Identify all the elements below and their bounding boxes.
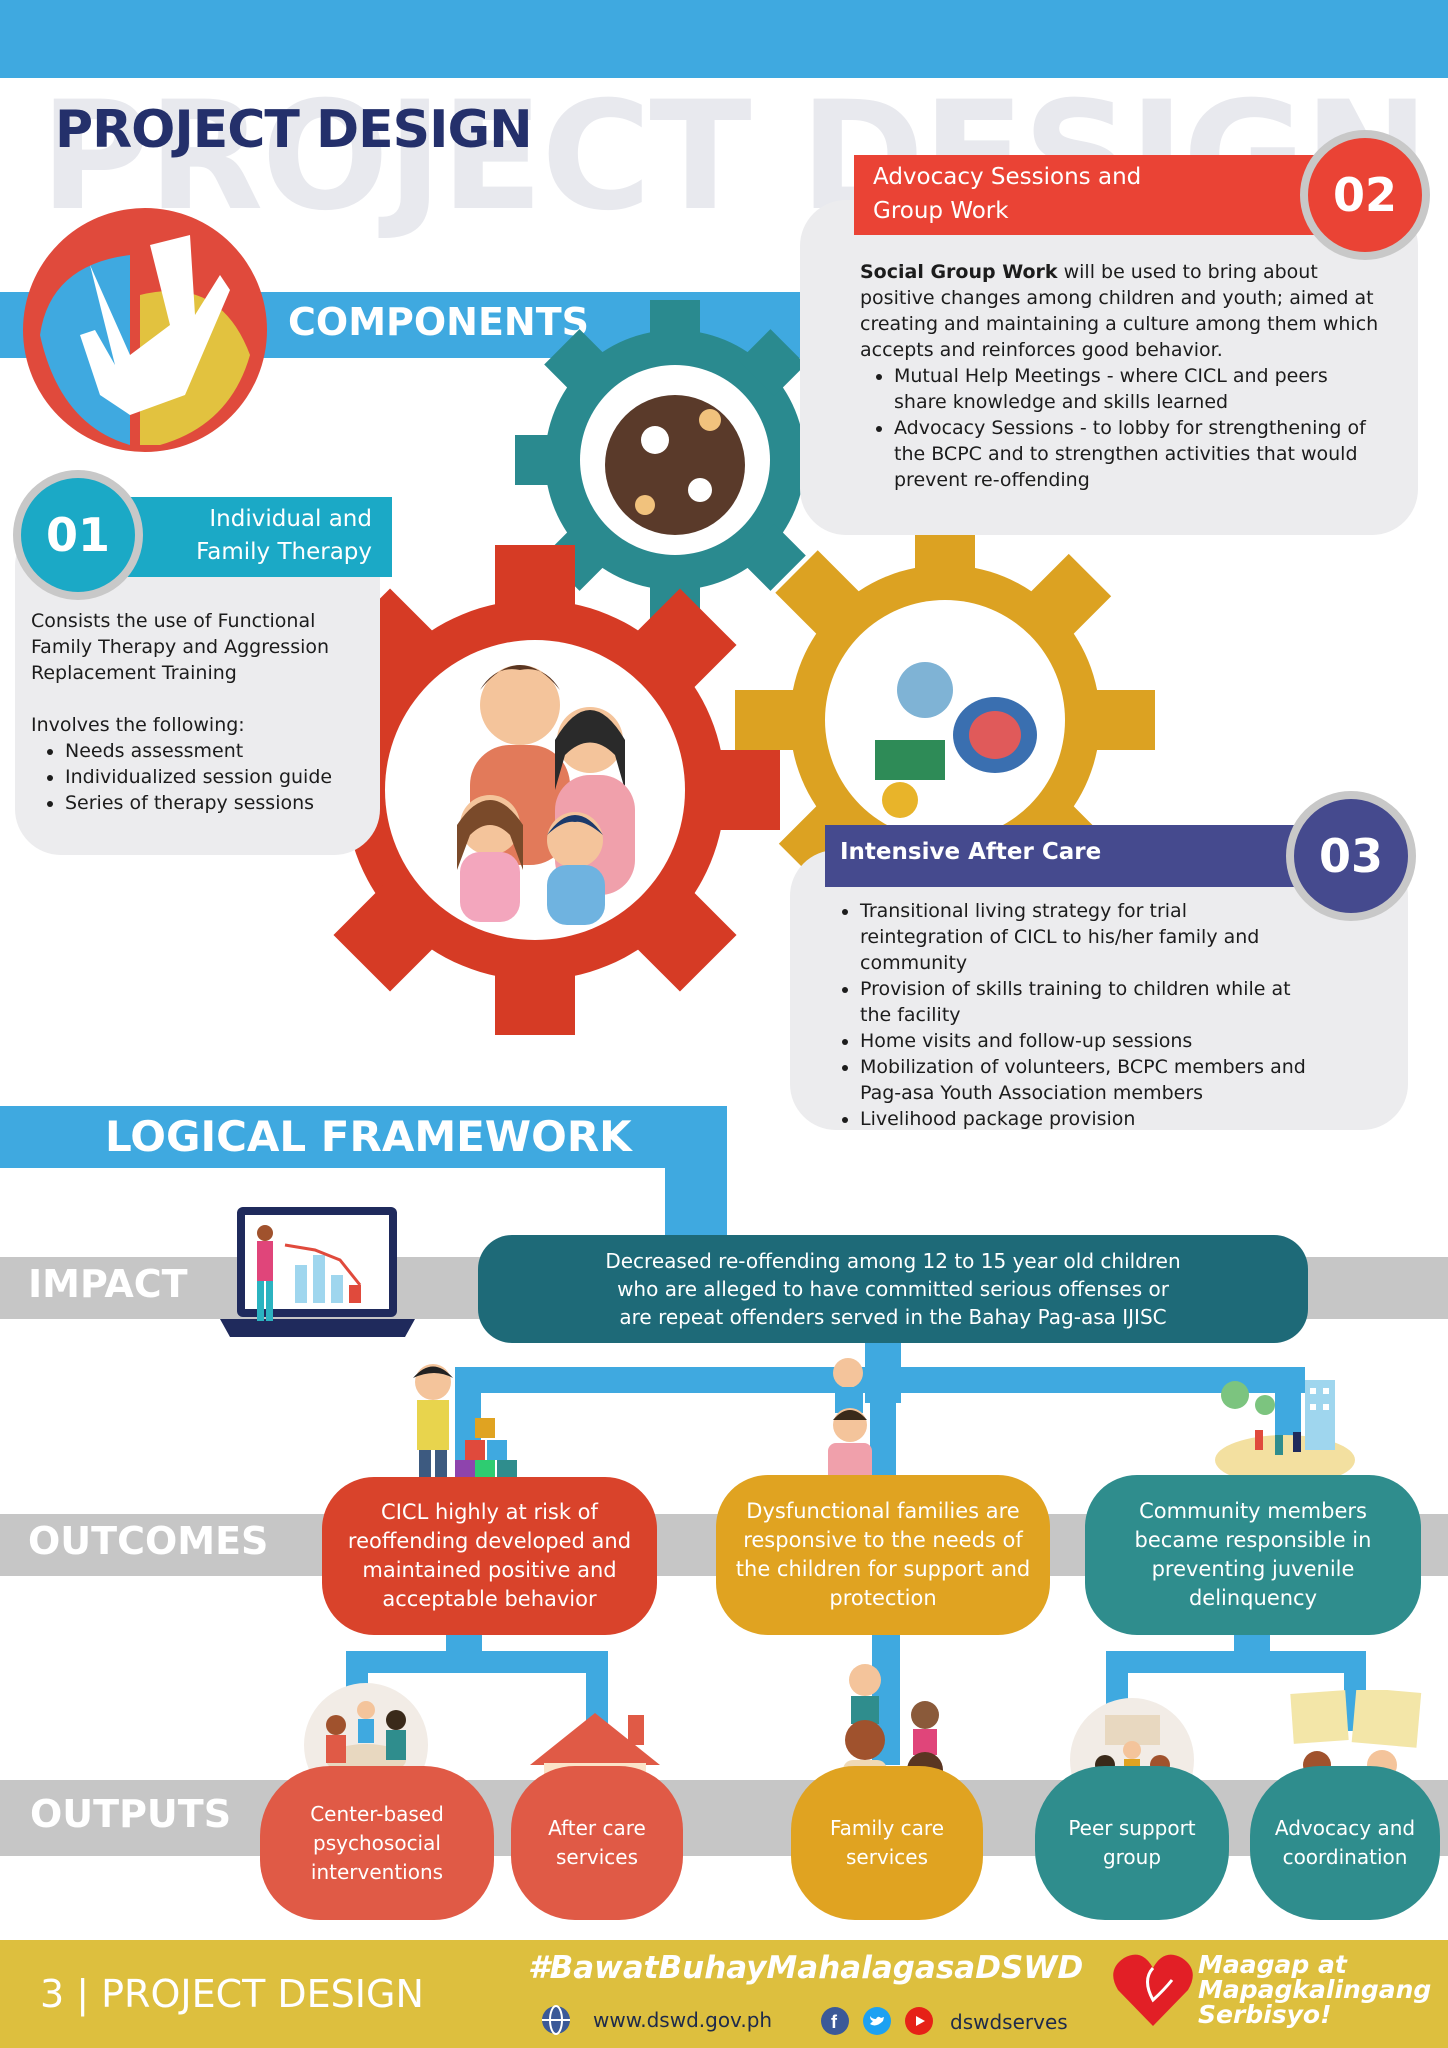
youtube-icon[interactable] bbox=[904, 2006, 934, 2036]
connector bbox=[346, 1651, 606, 1673]
footer-page-label: 3 | PROJECT DESIGN bbox=[40, 1972, 424, 2016]
framework-title: LOGICAL FRAMEWORK bbox=[105, 1112, 632, 1161]
footer-tagline-line3: Serbisyo! bbox=[1198, 2000, 1332, 2029]
list-item: Series of therapy sessions bbox=[65, 790, 371, 816]
connector bbox=[1106, 1651, 1366, 1673]
component-02-desc-bold: Social Group Work bbox=[860, 261, 1058, 283]
community-image bbox=[1215, 1380, 1355, 1485]
component-01-description: Consists the use of Functional Family Th… bbox=[31, 608, 371, 816]
footer-tagline: Maagap at Mapagkalingang Serbisyo! bbox=[1198, 1952, 1431, 2027]
red-gear-image bbox=[290, 545, 780, 1035]
gold-gear-image bbox=[735, 515, 1155, 925]
list-item: Home visits and follow-up sessions bbox=[860, 1028, 1306, 1054]
component-01-involves: Involves the following: bbox=[31, 714, 245, 736]
list-item: Individualized session guide bbox=[65, 764, 371, 790]
page-title: PROJECT DESIGN bbox=[55, 100, 533, 160]
child-blocks-image bbox=[413, 1364, 517, 1480]
list-item: Transitional living strategy for trial r… bbox=[860, 898, 1306, 976]
component-02-title-line2: Group Work bbox=[873, 198, 1009, 224]
component-01-title-line1: Individual and bbox=[209, 506, 372, 532]
hands-logo-image bbox=[23, 208, 267, 452]
globe-icon bbox=[542, 2005, 570, 2035]
component-03-number: 03 bbox=[1286, 791, 1416, 921]
framework-title-bar bbox=[0, 1106, 727, 1168]
output-advocacy: Advocacy and coordination bbox=[1250, 1766, 1440, 1920]
outcome-families-responsive: Dysfunctional families are responsive to… bbox=[716, 1475, 1050, 1635]
outcome-community-responsible: Community members became responsible in … bbox=[1085, 1475, 1421, 1635]
impact-box: Decreased re-offending among 12 to 15 ye… bbox=[478, 1235, 1308, 1343]
component-01-title-bar bbox=[100, 497, 392, 577]
outcomes-label: OUTCOMES bbox=[28, 1519, 269, 1563]
heart-logo-icon bbox=[1113, 1954, 1193, 2026]
top-bar bbox=[0, 0, 1448, 78]
list-item: Mutual Help Meetings - where CICL and pe… bbox=[894, 363, 1380, 415]
component-03-title: Intensive After Care bbox=[840, 839, 1102, 865]
twitter-icon[interactable] bbox=[862, 2006, 892, 2036]
laptop-chart-image bbox=[220, 1207, 415, 1337]
impact-label: IMPACT bbox=[28, 1262, 188, 1306]
component-01-list: Needs assessment Individualized session … bbox=[31, 738, 371, 816]
list-item: Advocacy Sessions - to lobby for strengt… bbox=[894, 415, 1380, 493]
component-03-description: Transitional living strategy for trial r… bbox=[826, 898, 1306, 1132]
svg-text:f: f bbox=[831, 2012, 838, 2032]
facebook-icon[interactable]: f bbox=[820, 2006, 850, 2036]
footer-bar bbox=[0, 1940, 1448, 2048]
component-02-list: Mutual Help Meetings - where CICL and pe… bbox=[860, 363, 1380, 493]
connector bbox=[586, 1651, 608, 1731]
output-family-care: Family care services bbox=[791, 1766, 983, 1920]
list-item: Livelihood package provision bbox=[860, 1106, 1306, 1132]
footer-hashtag: #BawatBuhayMahalagasaDSWD bbox=[528, 1950, 1084, 1986]
component-01-title: Individual and Family Therapy bbox=[110, 503, 372, 569]
footer-website[interactable]: www.dswd.gov.ph bbox=[593, 2008, 773, 2032]
components-label: COMPONENTS bbox=[288, 300, 590, 344]
component-01-desc-line1: Consists the use of Functional bbox=[31, 610, 316, 632]
framework-connector bbox=[665, 1106, 727, 1246]
output-after-care: After care services bbox=[511, 1766, 683, 1920]
component-02-desc-rest: will be used to bring about positive cha… bbox=[860, 261, 1379, 361]
outcome-cicl-behavior: CICL highly at risk of reoffending devel… bbox=[322, 1477, 657, 1635]
component-01-desc-line2: Family Therapy and Aggression bbox=[31, 636, 330, 658]
list-item: Mobilization of volunteers, BCPC members… bbox=[860, 1054, 1306, 1106]
component-02-title-line1: Advocacy Sessions and bbox=[873, 164, 1142, 190]
component-02-card bbox=[800, 200, 1418, 535]
family-stack-image bbox=[828, 1358, 872, 1483]
connector bbox=[870, 1367, 896, 1487]
output-peer-support: Peer support group bbox=[1035, 1766, 1229, 1920]
component-03-list: Transitional living strategy for trial r… bbox=[826, 898, 1306, 1132]
component-02-number: 02 bbox=[1300, 130, 1430, 260]
outputs-label: OUTPUTS bbox=[30, 1792, 232, 1836]
component-02-title: Advocacy Sessions and Group Work bbox=[873, 160, 1141, 228]
component-01-title-line2: Family Therapy bbox=[196, 539, 372, 565]
footer-tagline-line2: Mapagkalingang bbox=[1198, 1975, 1432, 2004]
component-01-desc-line3: Replacement Training bbox=[31, 662, 237, 684]
list-item: Provision of skills training to children… bbox=[860, 976, 1306, 1028]
component-01-number: 01 bbox=[13, 470, 143, 600]
component-03-title-bar bbox=[825, 825, 1315, 887]
component-02-description: Social Group Work will be used to bring … bbox=[860, 259, 1380, 493]
list-item: Needs assessment bbox=[65, 738, 371, 764]
footer-social-handle[interactable]: dswdserves bbox=[950, 2010, 1068, 2034]
component-02-title-bar bbox=[854, 155, 1334, 235]
footer-tagline-line1: Maagap at bbox=[1198, 1950, 1347, 1979]
output-center-based: Center-based psychosocial interventions bbox=[260, 1766, 494, 1920]
